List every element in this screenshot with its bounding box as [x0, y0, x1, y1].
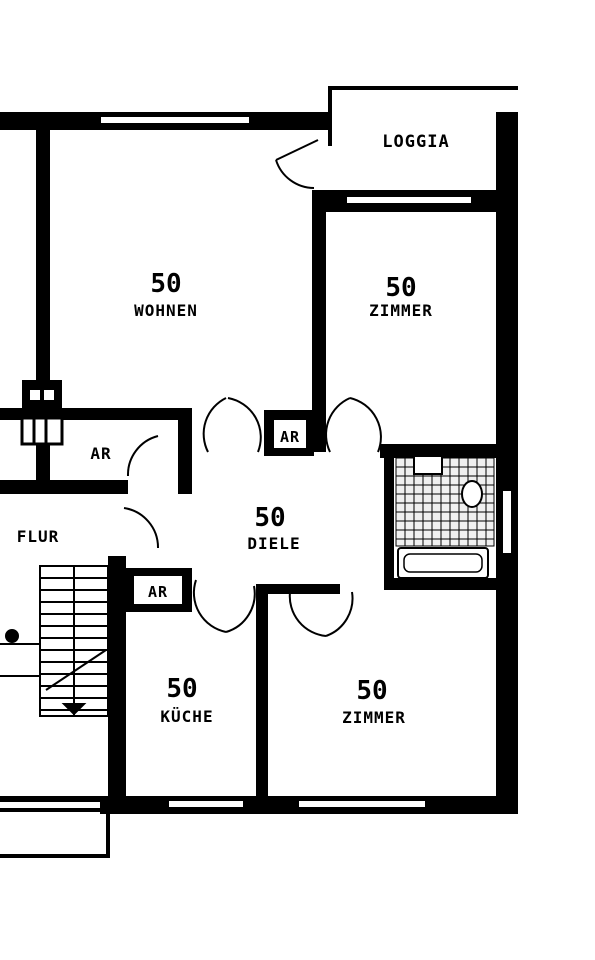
- wall-zimmer-bottom: [380, 444, 500, 458]
- window-kueche: [167, 799, 245, 809]
- door-swings: [123, 139, 382, 637]
- door-wohnen: [202, 397, 227, 453]
- wall-kueche-zimmer: [256, 584, 268, 802]
- door-ar-left: [126, 435, 159, 477]
- wall-bottom-edge: [0, 854, 110, 858]
- wall-flur-top: [0, 480, 128, 494]
- room-number-wohnen: 50: [150, 269, 181, 299]
- wall-stair-right: [108, 556, 126, 814]
- walls: [0, 86, 518, 858]
- door-zimmer-bottom: [288, 591, 327, 637]
- windows: [99, 115, 513, 809]
- wall-ar-right: [178, 408, 192, 494]
- wall-left-vertical: [36, 130, 50, 430]
- stove-block: [20, 380, 64, 446]
- window-loggia: [345, 195, 473, 205]
- door-flur: [123, 507, 160, 549]
- wall-bottom-return: [106, 808, 110, 858]
- room-number-zimmer-top: 50: [385, 273, 416, 303]
- room-label-ar-center: AR: [280, 428, 300, 446]
- wall-bottom-lower: [0, 808, 110, 812]
- ar-center-inner: [274, 420, 306, 448]
- stair-arrow-line: [45, 649, 107, 691]
- window-wohnen: [99, 115, 251, 125]
- room-labels: LOGGIA 50 WOHNEN 50 ZIMMER AR AR AR 50 D…: [17, 132, 449, 727]
- bathroom-tiles: [395, 455, 495, 579]
- door-zimmer-top: [325, 397, 351, 453]
- toilet: [461, 480, 483, 508]
- door-loggia: [275, 159, 315, 189]
- room-label-zimmer-bottom: ZIMMER: [342, 708, 406, 727]
- door-kueche: [192, 579, 227, 633]
- room-label-zimmer-top: ZIMMER: [369, 301, 433, 320]
- room-label-flur: FLUR: [17, 527, 60, 546]
- wall-loggia-top: [328, 86, 518, 90]
- staircase: [0, 565, 109, 717]
- room-label-kueche: KÜCHE: [160, 707, 213, 726]
- room-label-loggia: LOGGIA: [382, 132, 449, 152]
- wall-right-outer: [496, 112, 518, 812]
- wall-bath-bottom: [384, 578, 498, 590]
- room-number-diele: 50: [254, 503, 285, 533]
- room-label-wohnen: WOHNEN: [134, 301, 198, 320]
- wall-loggia-left: [328, 86, 332, 146]
- room-label-ar-left: AR: [90, 444, 111, 463]
- ar-lower-inner: [134, 576, 182, 604]
- room-label-ar-lower: AR: [148, 583, 168, 601]
- room-number-zimmer-bottom: 50: [356, 676, 387, 706]
- window-zimmer: [297, 799, 427, 809]
- wall-bottom-left: [0, 796, 100, 802]
- wall-bath-left: [384, 444, 394, 586]
- wall-wohnen-zimmer: [312, 190, 326, 452]
- sink: [413, 455, 443, 475]
- room-label-diele: DIELE: [247, 534, 300, 553]
- room-number-kueche: 50: [166, 674, 197, 704]
- window-bath: [501, 489, 513, 555]
- wall-zimmer-top-left: [256, 584, 340, 594]
